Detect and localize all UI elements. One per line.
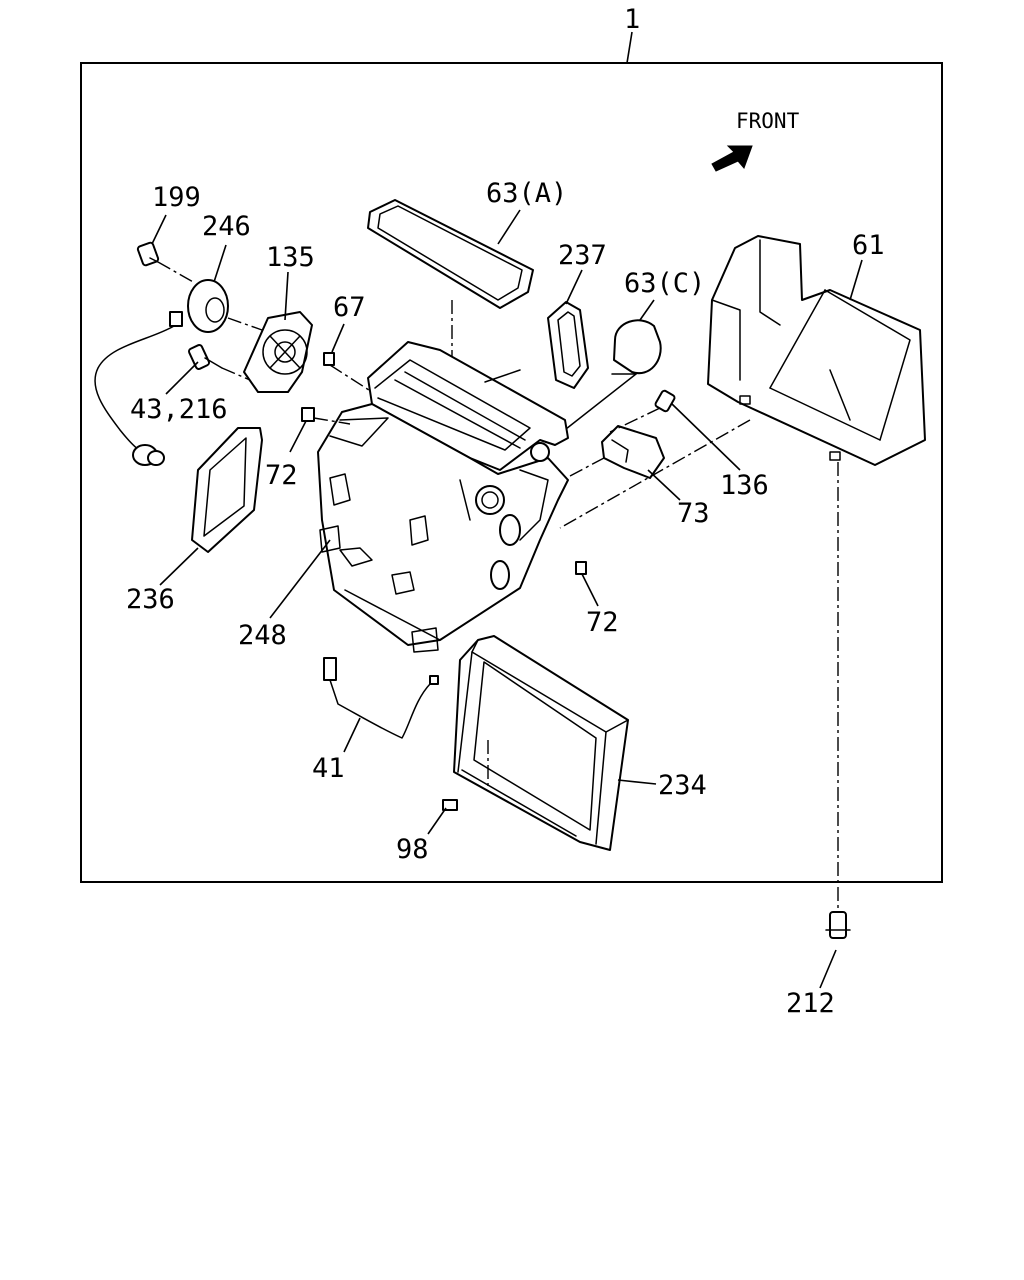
callout-67: 67 <box>333 292 366 323</box>
clip-98 <box>442 799 458 811</box>
case-61 <box>559 235 926 529</box>
fan-135 <box>243 311 313 393</box>
clip-72-left <box>301 407 351 425</box>
leader-246 <box>213 244 227 283</box>
callout-212: 212 <box>786 988 835 1019</box>
callout-1: 1 <box>624 4 640 35</box>
callout-136: 136 <box>720 470 769 501</box>
duct-73 <box>569 425 665 479</box>
leader-135 <box>284 271 289 321</box>
seal-237 <box>547 301 589 389</box>
callout-72-left: 72 <box>265 460 298 491</box>
leader-43-216 <box>165 361 199 395</box>
bolt-43-216 <box>187 344 251 381</box>
leader-73 <box>647 469 681 501</box>
leader-61 <box>849 259 863 301</box>
callout-73: 73 <box>677 498 710 529</box>
leader-237 <box>565 269 583 305</box>
heater-unit-case <box>317 341 569 653</box>
blower-motor-246 <box>94 279 263 466</box>
callout-63c: 63(C) <box>624 268 705 299</box>
callout-237: 237 <box>558 240 607 271</box>
clip-67 <box>323 352 373 393</box>
leader-199 <box>151 214 167 245</box>
callout-61: 61 <box>852 230 885 261</box>
callout-98: 98 <box>396 834 429 865</box>
leader-98 <box>427 807 447 835</box>
callout-72-right: 72 <box>586 607 619 638</box>
evaporator-234 <box>453 635 629 851</box>
leader-212 <box>819 949 837 989</box>
callout-199: 199 <box>152 182 201 213</box>
sensor-41 <box>323 657 439 739</box>
leader-63a <box>497 209 521 245</box>
screw-199 <box>136 241 196 284</box>
callout-248: 248 <box>238 620 287 651</box>
screw-136 <box>609 389 676 433</box>
callout-246: 246 <box>202 211 251 242</box>
bolt-212 <box>825 911 851 939</box>
callout-43-216: 43,216 <box>130 394 228 425</box>
leader-234 <box>617 779 657 785</box>
leader-63c <box>639 299 655 321</box>
assembly-frame <box>80 62 943 883</box>
duct-236 <box>191 427 263 553</box>
front-label: FRONT <box>736 109 800 133</box>
callout-135: 135 <box>266 242 315 273</box>
leader-236 <box>159 547 199 586</box>
callout-234: 234 <box>658 770 707 801</box>
leader-72-right <box>581 573 599 607</box>
callout-63a: 63(A) <box>486 178 567 209</box>
leader-41 <box>343 717 361 753</box>
callout-41: 41 <box>312 753 345 784</box>
leader-assembly <box>626 31 633 64</box>
clip-72-right <box>575 561 587 575</box>
leader-67 <box>331 323 345 353</box>
callout-236: 236 <box>126 584 175 615</box>
leader-136 <box>671 403 741 471</box>
front-arrow-icon <box>711 145 753 172</box>
leader-248 <box>269 539 331 619</box>
leader-72-left <box>289 420 307 453</box>
